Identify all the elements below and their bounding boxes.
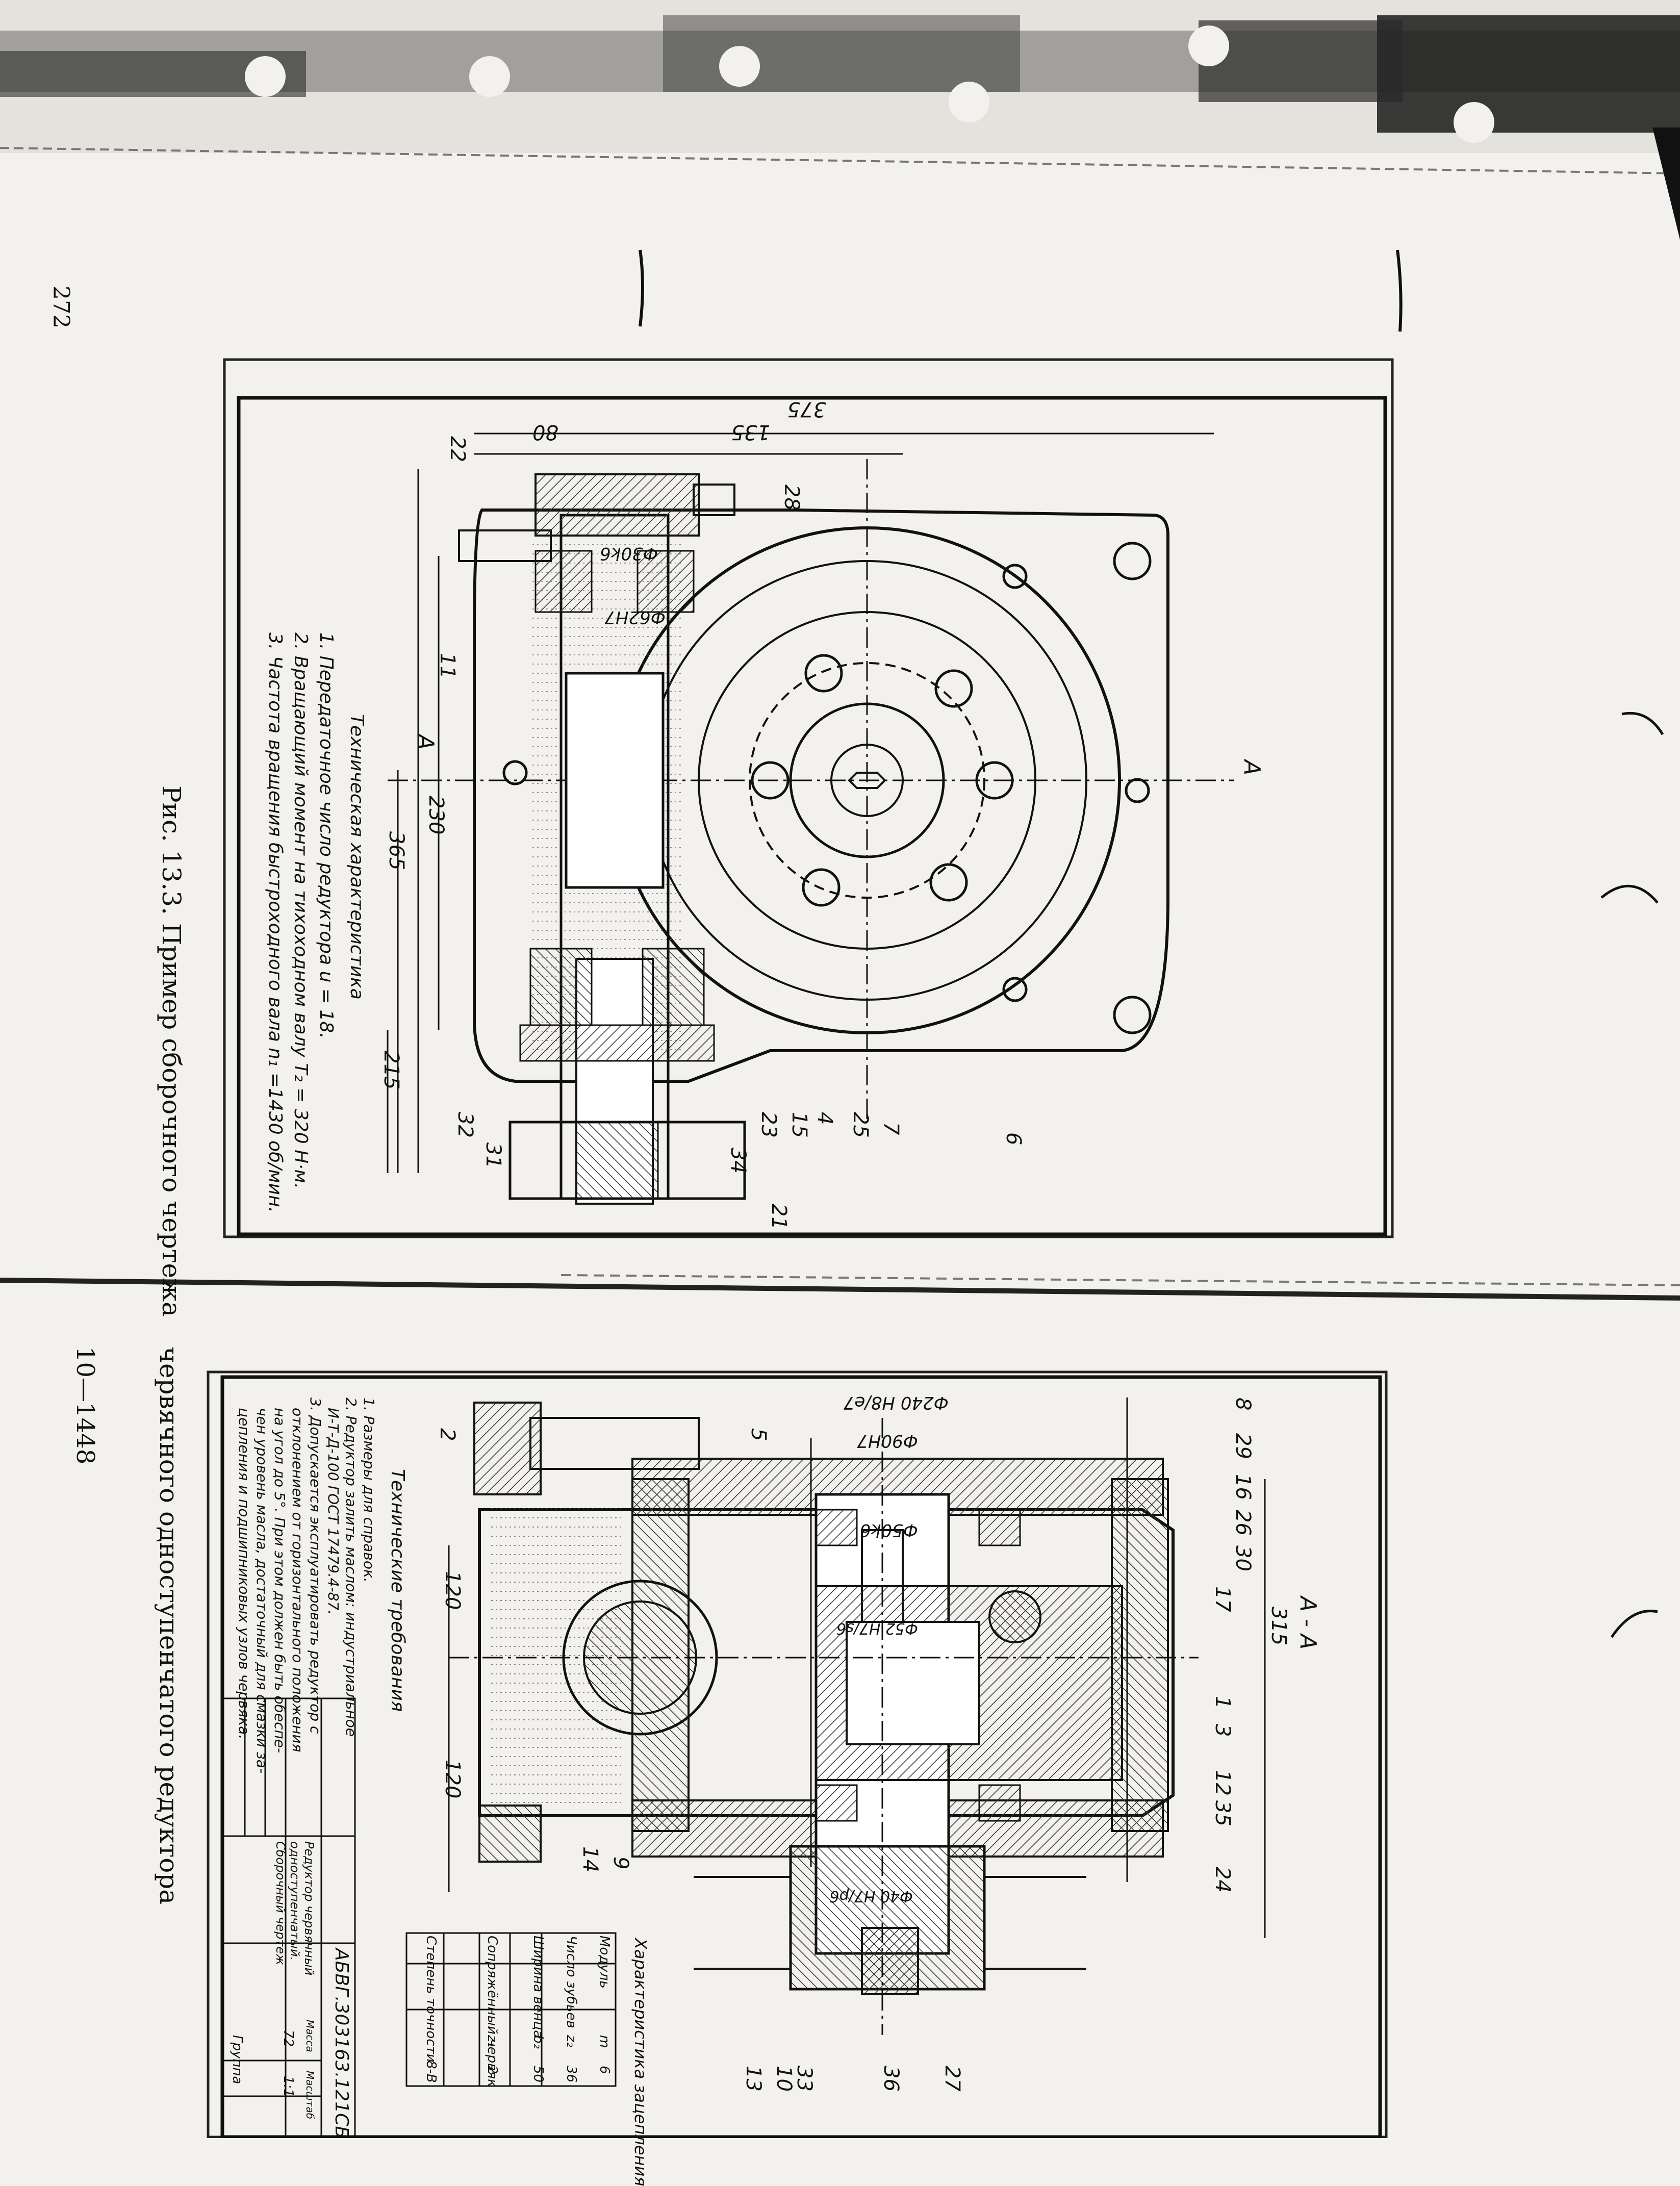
title-block-code: АБВГ.303163.121СБ (331, 1948, 352, 2139)
tech-req-line-6: на угол до 5°. При этом должен быть обес… (271, 1408, 288, 1753)
fit-240: Ф240 H8/e7 (843, 1392, 949, 1413)
dim-365: 365 (385, 831, 408, 871)
tech-char-line-2: 2. Вращающий момент на тихоходном валу T… (290, 632, 311, 1189)
leader-14: 14 (578, 1846, 602, 1872)
leader-36: 36 (879, 2066, 903, 2092)
title-block-name-2: одноступенчатый. (288, 1841, 302, 1961)
dim-120-a: 120 (441, 1571, 464, 1610)
dim-230: 230 (424, 796, 448, 835)
leader-22: 22 (446, 436, 469, 462)
leader-34: 34 (726, 1148, 750, 1174)
leader-1: 1 (1211, 1696, 1234, 1709)
mesh-char-title: Характеристика зацепления (631, 1938, 650, 2186)
leader-24: 24 (1211, 1867, 1234, 1893)
mesh-row-3-val: 50 (530, 2066, 546, 2083)
leader-30: 30 (1231, 1545, 1255, 1571)
leader-32: 32 (453, 1112, 477, 1138)
leader-2: 2 (436, 1428, 459, 1441)
leader-7: 7 (879, 1122, 903, 1135)
tech-req-line-8: цепления и подшипниковых узлов червяка. (236, 1408, 252, 1740)
fit-30k6: Ф30k6 (600, 543, 658, 564)
leader-3: 3 (1211, 1724, 1234, 1737)
tech-req-line-3: И-Т-Д-100 ГОСТ 17479.4-87. (325, 1408, 342, 1615)
mesh-row-1-val: 6 (597, 2066, 612, 2074)
leader-28: 28 (780, 485, 803, 511)
leader-23: 23 (757, 1112, 780, 1138)
mesh-row-5-label: Степень точности (423, 1936, 439, 2063)
title-block-name-3: Сборочный чертеж (273, 1841, 288, 1965)
leader-13: 13 (742, 2066, 765, 2092)
mesh-row-2-sym: z₂ (564, 2035, 579, 2048)
tech-req-line-7: чен уровень масла, достаточный для смазк… (253, 1408, 270, 1773)
tech-req-line-4: 3. Допускается эксплуатировать редуктор … (307, 1397, 324, 1734)
leader-25: 25 (849, 1112, 872, 1138)
fit-40: Ф40 H7/p6 (829, 1887, 913, 1905)
mesh-row-3-sym: b₂ (530, 2035, 546, 2049)
section-title: A - A (1295, 1596, 1321, 1650)
leader-4: 4 (813, 1112, 836, 1125)
fit-62H7: Ф62H7 (604, 607, 666, 627)
fit-90H7: Ф90H7 (857, 1431, 918, 1451)
tech-req-line-2: 2. Редуктор залить маслом: индустриально… (343, 1397, 360, 1737)
title-block-scale-label: Масштаб (304, 2071, 316, 2120)
leader-35: 35 (1211, 1800, 1234, 1826)
mesh-row-1-sym: m (597, 2035, 612, 2048)
title-block-name-1: Редуктор червячный (302, 1841, 316, 1976)
mesh-row-1-label: Модуль (597, 1936, 612, 1989)
dim-80: 80 (532, 420, 558, 444)
dim-215: 215 (379, 1051, 403, 1090)
title-block-mass-label: Масса (304, 2020, 316, 2052)
leader-29: 29 (1231, 1433, 1255, 1459)
figure-caption-part1: Рис. 13.3. Пример сборочного чертежа (157, 785, 186, 1317)
page-number: 272 (48, 286, 74, 328)
tech-char-line-3: 3. Частота вращения быстроходного вала n… (265, 632, 286, 1213)
title-block-scale: 1:1 (281, 2076, 296, 2097)
fit-50k6: Ф50k6 (860, 1520, 918, 1540)
leader-10: 10 (772, 2066, 796, 2092)
leader-8: 8 (1231, 1397, 1255, 1411)
signature-mark: 10—1448 (71, 1346, 99, 1465)
fit-52: Ф52 H7/s6 (836, 1619, 918, 1637)
leader-11: 11 (436, 653, 459, 679)
mesh-row-3-label: Ширина венца (530, 1936, 546, 2039)
tech-char-title: Техническая характеристика (346, 714, 367, 1000)
leader-21: 21 (767, 1204, 791, 1230)
figure-caption-part2: червячного одноступенчатого редуктора (154, 1346, 184, 1905)
leader-17: 17 (1211, 1586, 1234, 1612)
mesh-row-4-label: Сопряжённый червяк (485, 1936, 500, 2087)
mesh-row-5-val: 8-В (423, 2061, 439, 2083)
dim-135: 135 (731, 420, 770, 444)
tech-req-line-1: 1. Размеры для справок. (361, 1397, 377, 1583)
tech-req-title: Технические требования (387, 1469, 408, 1712)
leader-31: 31 (481, 1142, 505, 1168)
mesh-row-4-sym: z₁ (485, 2035, 500, 2048)
mesh-row-2-val: 36 (564, 2066, 579, 2083)
leader-16: 16 (1231, 1474, 1255, 1500)
leader-9: 9 (609, 1857, 632, 1870)
leader-27: 27 (940, 2066, 964, 2092)
mesh-row-2-label: Число зубьев (564, 1936, 579, 2028)
title-block-group: Группа (230, 2035, 245, 2085)
dim-315: 315 (1267, 1607, 1290, 1646)
leader-33: 33 (793, 2066, 816, 2092)
dim-375: 375 (787, 397, 826, 421)
leader-15: 15 (787, 1112, 811, 1138)
leader-12: 12 (1211, 1770, 1234, 1796)
binding-shadow (0, 0, 1680, 240)
leader-6: 6 (1002, 1132, 1025, 1146)
leader-5: 5 (747, 1428, 770, 1441)
section-mark-a-left: A (413, 734, 439, 750)
tech-char-line-1: 1. Передаточное число редуктора u = 18. (316, 632, 337, 1039)
leader-26: 26 (1231, 1510, 1255, 1536)
page-drawing (0, 0, 1680, 2138)
section-mark-a-right: A (1239, 760, 1265, 776)
tech-req-line-5: отклонением от горизонтального положения (289, 1408, 306, 1752)
title-block-mass: 72 (281, 2030, 296, 2047)
mesh-row-4-val: 2 (485, 2066, 500, 2074)
dim-120-b: 120 (441, 1760, 464, 1799)
